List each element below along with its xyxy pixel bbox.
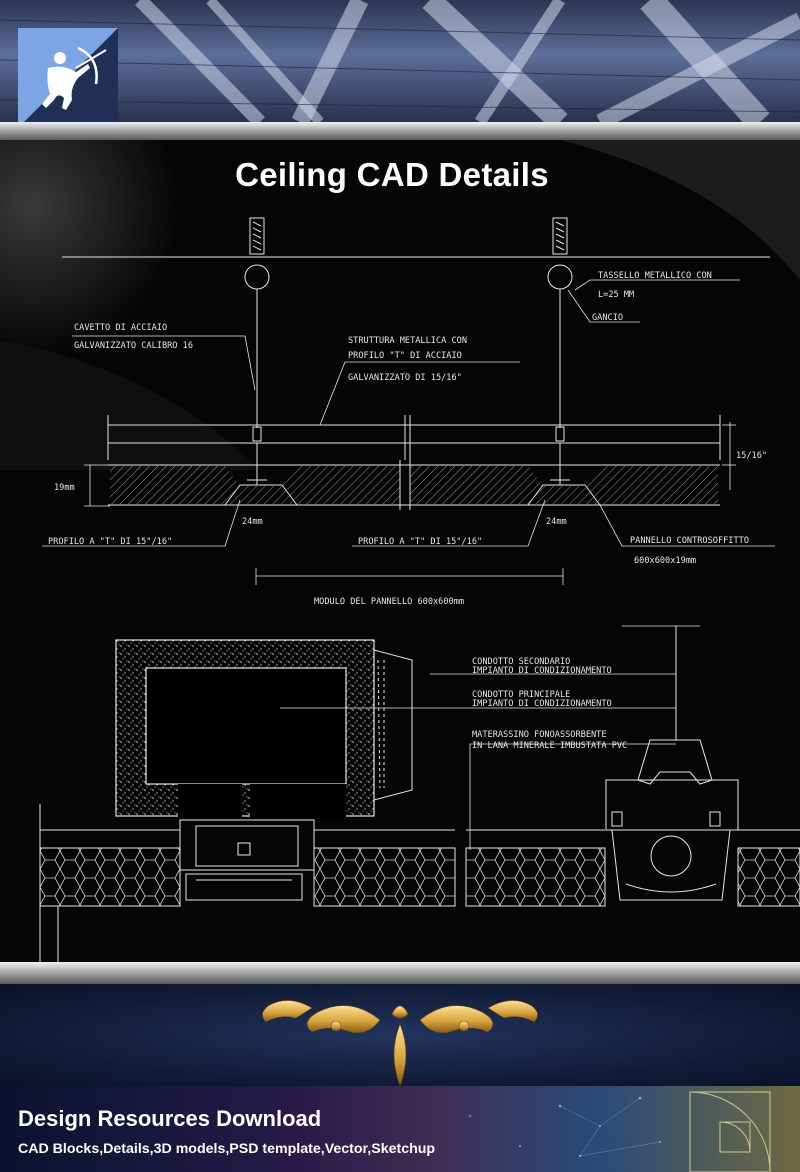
ornament-band: [0, 984, 800, 1087]
top-divider-bar: [0, 122, 800, 140]
lower-ceiling-panels: [39, 626, 800, 962]
background-ornaments: [0, 140, 800, 470]
label-condotto-sec: CONDOTTO SECONDARIO: [472, 657, 570, 667]
label-profilo-right: PROFILO A "T" DI 15"/16": [358, 537, 482, 547]
footer-title: Design Resources Download: [18, 1106, 322, 1131]
label-gancio: GANCIO: [592, 313, 623, 323]
page-title: Ceiling CAD Details: [235, 156, 549, 193]
label-condotto-pri: CONDOTTO PRINCIPALE: [472, 690, 570, 700]
label-profilo-left: PROFILO A "T" DI 15"/16": [48, 537, 172, 547]
label-materassino-2: IN LANA MINERALE IMBUSTATA PVC: [472, 741, 627, 751]
anchor-left: [249, 217, 265, 255]
label-tassello: TASSELLO METALLICO CON: [598, 271, 712, 281]
dim-right: 15/16": [736, 451, 767, 461]
steel-structure-photo: [0, 0, 800, 122]
dim-flange-right: 24mm: [546, 517, 567, 527]
drawing-background: [0, 140, 800, 962]
label-struttura-3: GALVANIZZATO DI 15/16": [348, 373, 462, 383]
label-pannello: PANNELLO CONTROSOFFITTO: [630, 536, 749, 546]
bottom-divider-bar: [0, 962, 800, 984]
duct-section: [115, 639, 413, 818]
footer-space-art: [429, 1091, 771, 1172]
dim-flange-left: 24mm: [242, 517, 263, 527]
label-cavetto-2: GALVANIZZATO CALIBRO 16: [74, 341, 193, 351]
label-materassino: MATERASSINO FONOASSORBENTE: [472, 730, 607, 740]
label-tassello-l: L=25 MM: [598, 290, 634, 300]
anchor-right: [552, 217, 568, 255]
ceiling-cad-drawing: TASSELLO METALLICO CON L=25 MM GANCIO CA…: [39, 217, 800, 962]
footer-subtitle: CAD Blocks,Details,3D models,PSD templat…: [18, 1141, 436, 1157]
hook-right: [547, 264, 573, 290]
archer-logo: [18, 28, 118, 128]
gold-ornament: [262, 1000, 538, 1087]
ceiling-panel-hatch: [110, 466, 718, 504]
label-struttura: STRUTTURA METALLICA CON: [348, 336, 467, 346]
header-banner: [0, 0, 800, 122]
label-cavetto: CAVETTO DI ACCIAIO: [74, 323, 167, 333]
label-struttura-2: PROFILO "T" DI ACCIAIO: [348, 351, 462, 361]
label-condotto-sec-2: IMPIANTO DI CONDIZIONAMENTO: [472, 666, 612, 676]
label-condotto-pri-2: IMPIANTO DI CONDIZIONAMENTO: [472, 699, 612, 709]
label-modulo: MODULO DEL PANNELLO 600x600mm: [314, 597, 464, 607]
dim-thickness: 19mm: [54, 483, 75, 493]
hook-left: [244, 264, 270, 290]
label-pannello-size: 600x600x19mm: [634, 556, 696, 566]
footer-banner: [0, 1086, 800, 1172]
